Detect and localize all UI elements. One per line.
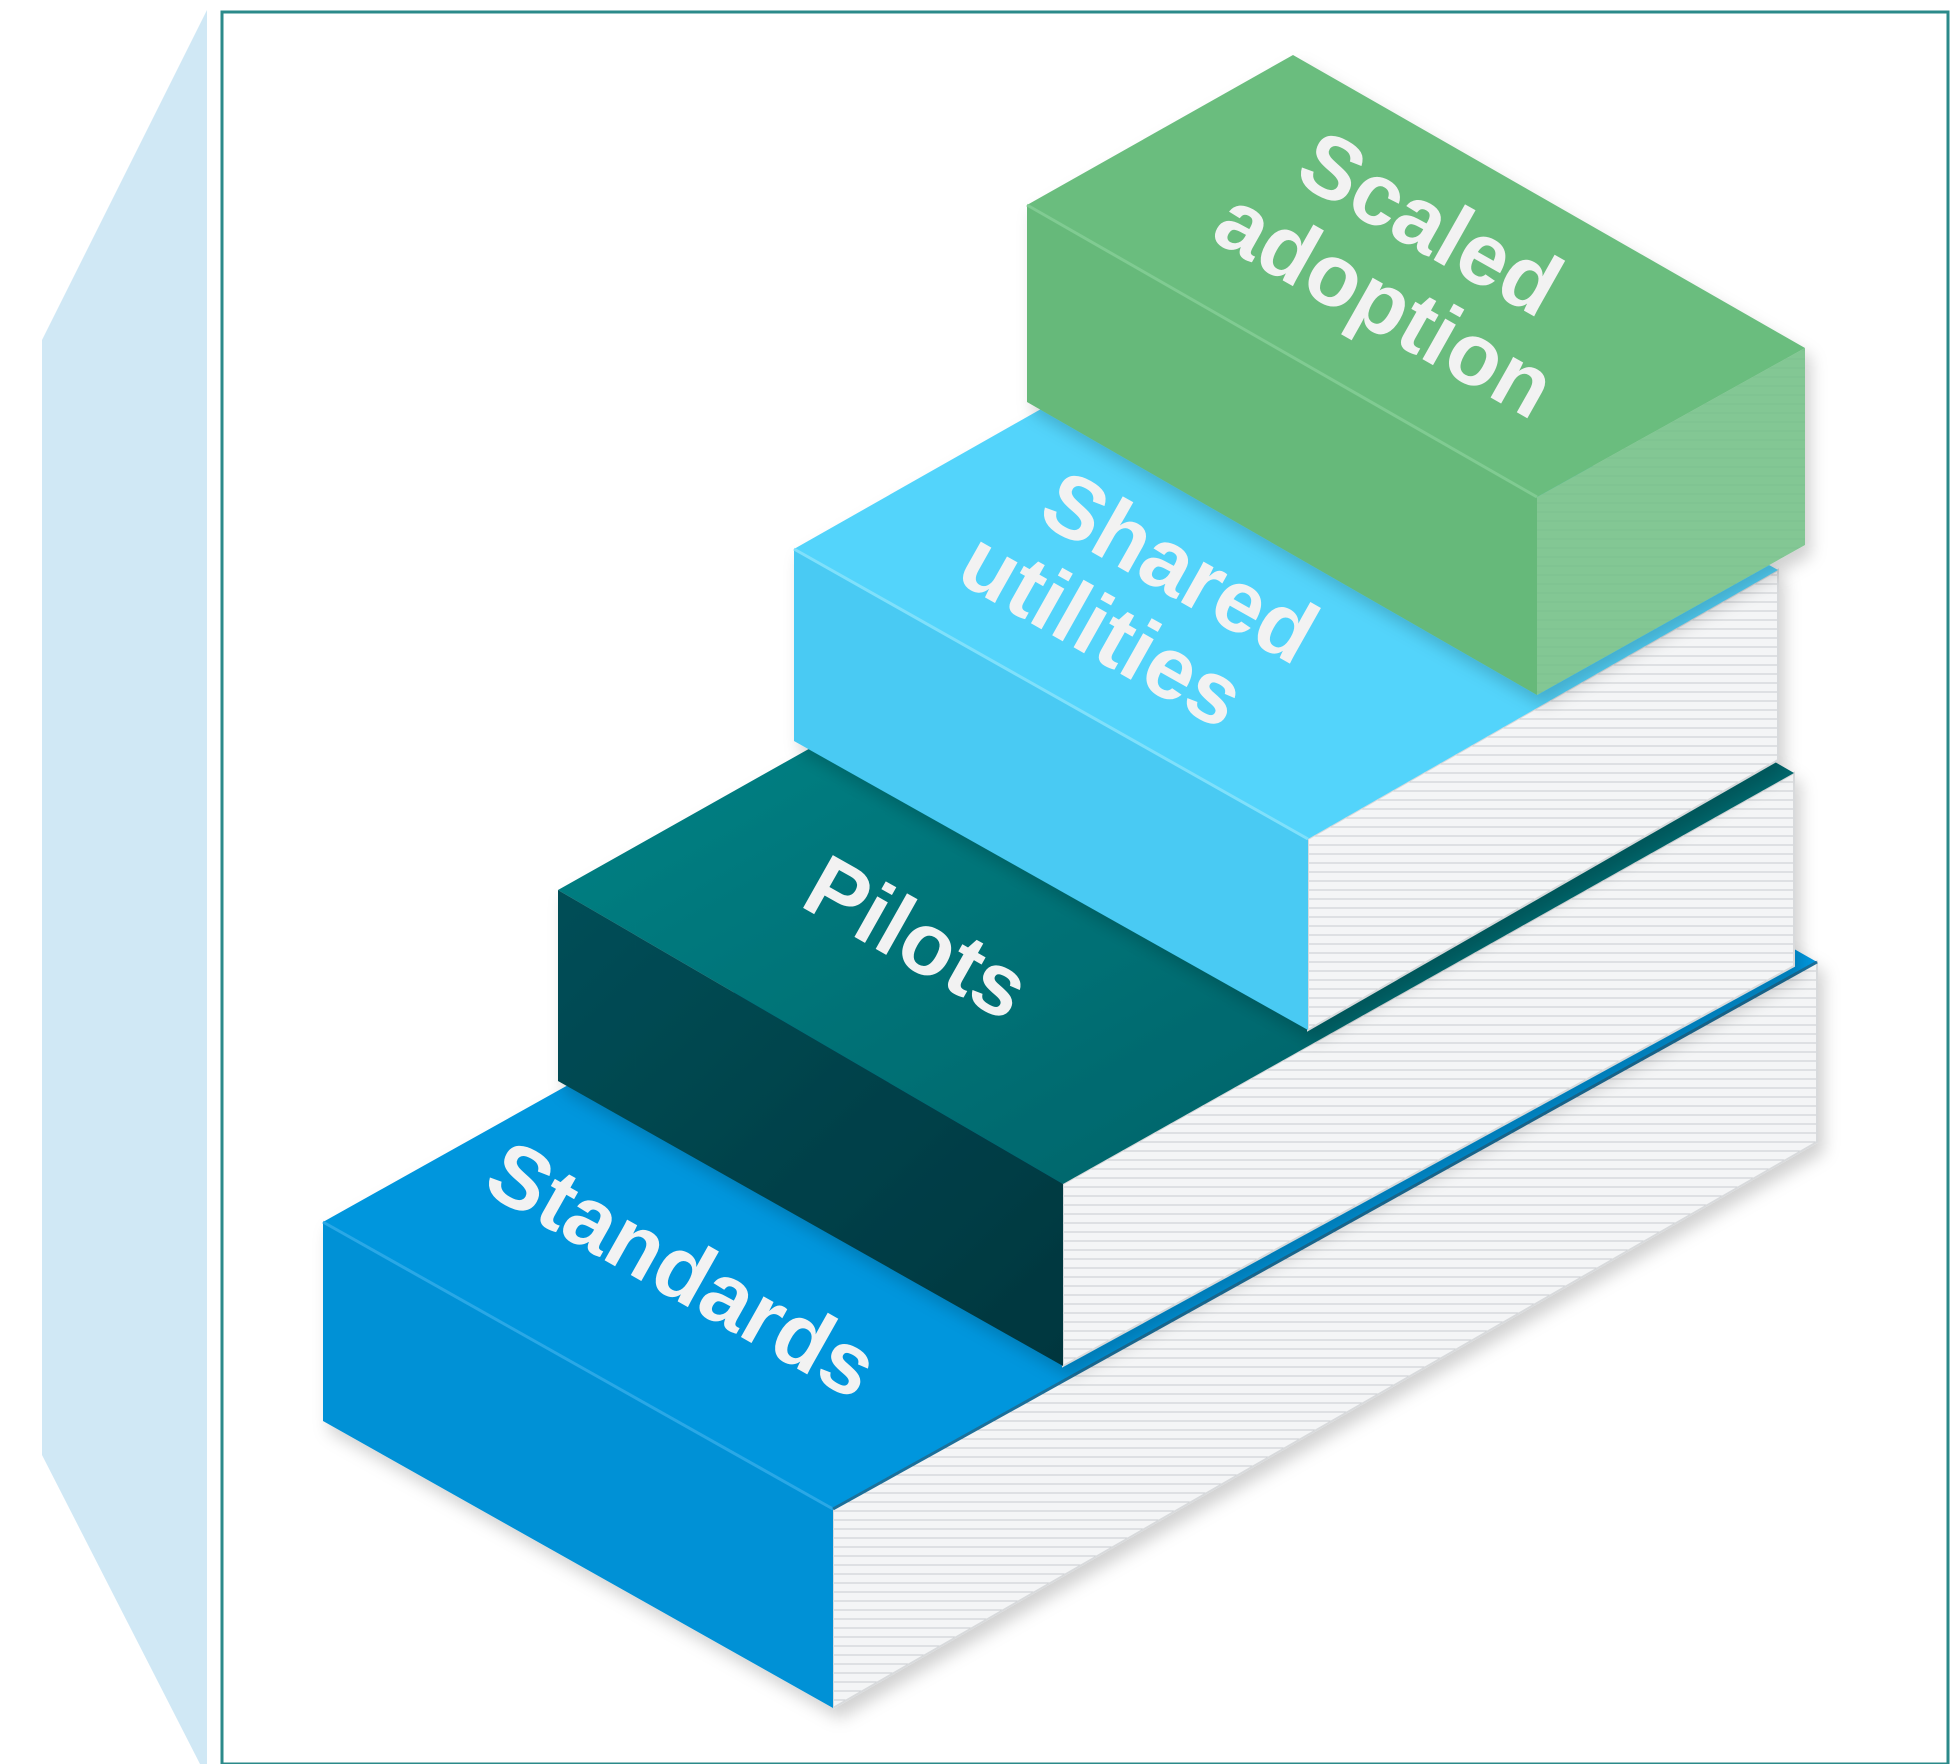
standards-front-cover bbox=[323, 1222, 833, 1708]
frame-border bbox=[220, 10, 1950, 1764]
scaled-top-cover bbox=[1027, 55, 1805, 497]
scaled-front-cover bbox=[1027, 205, 1537, 695]
side-panel bbox=[42, 10, 207, 1764]
shared-front-cover bbox=[794, 549, 1308, 1030]
step-shared-utilities bbox=[793, 282, 1779, 1032]
step-scaled-adoption bbox=[1026, 55, 1805, 695]
shared-top-cover bbox=[794, 282, 1778, 839]
pilots-front-cover bbox=[558, 890, 1063, 1366]
scaled-page-lines bbox=[1537, 348, 1805, 695]
